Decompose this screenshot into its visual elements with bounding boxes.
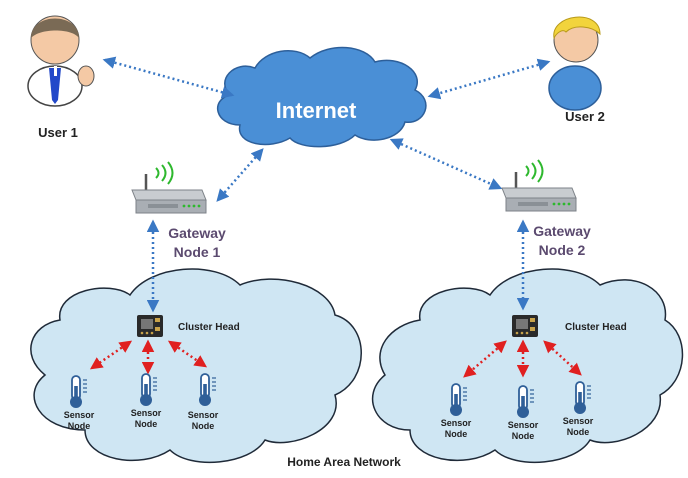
user-1-label: User 1: [38, 125, 78, 140]
sensor-2-1-label-line1: Sensor: [441, 418, 472, 428]
sensor-2-1-label-line2: Node: [445, 429, 468, 439]
sensor-1-2-label-line2: Node: [135, 419, 158, 429]
link-gateway2-internet: [389, 138, 503, 190]
internet-label: Internet: [276, 98, 357, 123]
sensor-1-3-label-line2: Node: [192, 421, 215, 431]
sensor-2-3-label-line1: Sensor: [563, 416, 594, 426]
sensor-1-1-label-line1: Sensor: [64, 410, 95, 420]
cluster-head-1-board-icon: [137, 315, 163, 337]
sensor-2-3-label-line2: Node: [567, 427, 590, 437]
link-user1-internet: [102, 56, 235, 99]
internet-cloud: [216, 46, 427, 148]
link-ch2-sensor1: [463, 340, 507, 378]
gateway-1-label-line1: Gateway: [168, 225, 226, 241]
cluster-head-1-label: Cluster Head: [178, 322, 240, 333]
sensor-1-1-label-line2: Node: [68, 421, 91, 431]
link-user2-internet: [427, 58, 551, 100]
user-1-avatar: [27, 15, 95, 107]
sensor-2-2-label-line1: Sensor: [508, 420, 539, 430]
gateway-2-label-line2: Node 2: [539, 242, 586, 258]
user-2-avatar: [548, 16, 602, 111]
cluster-head-2-board-icon: [512, 315, 538, 337]
gateway-2-label-line1: Gateway: [533, 223, 591, 239]
sensor-1-2-label-line1: Sensor: [131, 408, 162, 418]
sensor-2-2-label-line2: Node: [512, 431, 535, 441]
user-2-label: User 2: [565, 109, 605, 124]
link-gateway1-internet: [216, 148, 264, 202]
link-ch1-sensor3: [167, 340, 208, 368]
sensor-1-3-label-line1: Sensor: [188, 410, 219, 420]
cluster-head-2-label: Cluster Head: [565, 322, 627, 333]
gateway-1-router-icon: [130, 160, 208, 215]
home-network-cloud-left: [30, 268, 362, 463]
gateway-2-router-icon: [500, 158, 578, 213]
home-area-network-label: Home Area Network: [287, 455, 401, 469]
gateway-1-label-line2: Node 1: [174, 244, 221, 260]
